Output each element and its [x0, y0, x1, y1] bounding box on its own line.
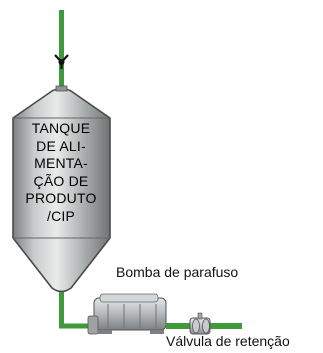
screw-pump — [87, 293, 167, 335]
tank-label-line: DE ALI- — [36, 137, 86, 154]
inlet-pipe — [59, 10, 64, 90]
tank-label-line: MENTA- — [34, 155, 88, 171]
tank-label-line: TANQUE — [31, 120, 91, 136]
feed-tank — [12, 85, 111, 293]
check-valve-label: Válvula de retenção — [166, 333, 290, 349]
inlet-valve-icon — [54, 54, 69, 69]
tank-label-line: /CIP — [46, 207, 76, 224]
check-valve — [189, 312, 211, 335]
tank-label-line: PRODUTO — [25, 190, 97, 206]
tank-label-line: ÇÃO DE — [33, 172, 89, 189]
tank-label: TANQUE DE ALI- MENTA- ÇÃO DE PRODUTO /CI… — [13, 120, 109, 225]
pump-label: Bomba de parafuso — [116, 264, 239, 280]
